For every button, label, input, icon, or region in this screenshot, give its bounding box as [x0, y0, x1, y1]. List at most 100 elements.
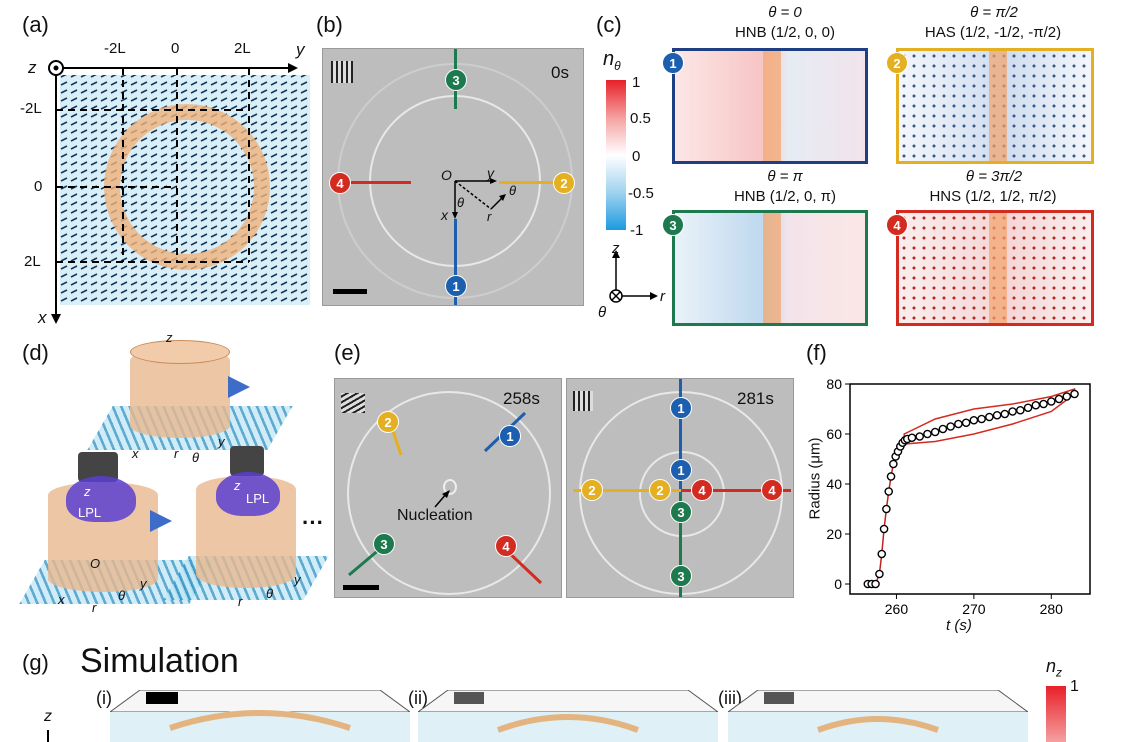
d-left-origin: O — [90, 556, 101, 571]
cylinder-bottom-left — [19, 452, 215, 612]
data-point-28 — [1000, 409, 1010, 419]
panel-g-colorbar — [1046, 686, 1066, 742]
data-point-9 — [889, 459, 898, 469]
e-right-badge-1-outer: 1 — [670, 397, 692, 419]
colorbar-tick-05: 0.5 — [630, 110, 651, 127]
e-left-lines — [348, 411, 543, 585]
data-point-25 — [977, 414, 986, 424]
panel-a-top-tick-2: 2L — [234, 40, 251, 57]
line-2 — [499, 181, 561, 184]
data-point-33 — [1039, 399, 1048, 409]
panel-e-left-micrograph: 258s Nucleation 2 1 3 4 — [334, 378, 562, 598]
data-point-20 — [938, 424, 948, 434]
data-point-35 — [1054, 394, 1064, 404]
d-lpl-right: LPL — [246, 491, 270, 506]
nucleation-arrow-icon — [434, 490, 450, 508]
e-right-hline-right — [681, 489, 791, 492]
d-right-axis-r: r — [238, 594, 243, 609]
box2-name: HAS (1/2, -1/2, -π/2) — [924, 24, 1062, 41]
cylinder-bottom-right — [163, 446, 329, 606]
d-left-axis-y: y — [140, 576, 147, 591]
badge-4: 4 — [329, 172, 351, 194]
panel-e-right-micrograph: 281s 1 1 2 2 4 4 3 3 — [566, 378, 794, 598]
scale-bar — [333, 289, 367, 294]
data-point-26 — [985, 412, 994, 422]
e-right-vline-bot — [679, 493, 682, 597]
data-point-5 — [879, 524, 889, 534]
panel-f-ylabel: Radius (μm) — [806, 437, 824, 520]
panel-b-coordinate-glyph — [452, 178, 506, 219]
data-point-31 — [1023, 403, 1033, 413]
cylinder-top — [87, 328, 293, 458]
box4-badge: 4 — [886, 214, 908, 236]
badge-2: 2 — [553, 172, 575, 194]
data-point-23 — [961, 418, 971, 428]
panel-g-colorbar-title: nz — [1046, 656, 1063, 680]
data-point-19 — [930, 427, 940, 437]
panel-a-left-tick-2: 2L — [24, 253, 41, 270]
e-scale-bar — [343, 585, 379, 590]
data-point-36 — [1062, 392, 1072, 401]
panel-d-label: (d) — [22, 340, 49, 365]
panel-b-micrograph: 0s 3 1 4 2 O y x θ r θ — [322, 48, 584, 306]
sim-slab-ii — [416, 689, 720, 742]
panel-g-colorbar-top: 1 — [1070, 678, 1079, 695]
data-point-16 — [907, 433, 917, 443]
d-top-axis-z: z — [166, 330, 173, 345]
polarizer-icon — [331, 61, 353, 83]
d-left-axis-theta: θ — [118, 588, 126, 603]
e-nucleation: Nucleation — [397, 507, 473, 524]
data-point-22 — [954, 419, 963, 429]
d-left-axis-r: r — [92, 600, 97, 615]
data-point-32 — [1031, 400, 1041, 410]
box3-theta: θ = π — [767, 168, 803, 185]
y-tick-label-3: 60 — [826, 426, 842, 442]
d-left-axis-z: z — [84, 484, 91, 499]
d-right-axis-y: y — [294, 572, 301, 587]
panel-b-axis-theta-2: θ — [509, 183, 517, 198]
colorbar-tick-0: 0 — [632, 148, 641, 165]
panel-g-label: (g) — [22, 650, 49, 675]
e-left-badge-4: 4 — [495, 535, 517, 557]
panel-a-left-tick-0: -2L — [20, 100, 42, 117]
panel-a-label: (a) — [22, 12, 49, 37]
d-top-axis-x: x — [132, 446, 139, 461]
y-tick-label-0: 0 — [834, 576, 842, 592]
e-right-badge-1-inner: 1 — [670, 459, 692, 481]
box4-theta: θ = 3π/2 — [965, 168, 1023, 185]
e-left-badge-1: 1 — [499, 425, 521, 447]
y-tick-label-2: 40 — [826, 476, 842, 492]
data-point-8 — [886, 472, 896, 481]
arrow-right-icon — [228, 376, 250, 398]
e-right-badge-4-inner: 4 — [691, 479, 713, 501]
e-right-badge-4-outer: 4 — [761, 479, 783, 501]
badge-3: 3 — [445, 69, 467, 91]
panel-g-z-arrow — [47, 730, 49, 742]
e-right-badge-3-inner: 3 — [670, 501, 692, 523]
data-point-2 — [871, 579, 880, 589]
x-tick-label-0: 260 — [885, 601, 909, 617]
e-right-badge-2-outer: 2 — [581, 479, 603, 501]
panel-a: z y x -2L 0 2L -2L 0 2L — [20, 40, 320, 330]
data-point-7 — [884, 487, 894, 496]
panel-b-axis-x: x — [441, 207, 448, 223]
e-right-vline-top — [679, 379, 682, 597]
data-point-24 — [969, 415, 979, 425]
d-right-axis-z: z — [234, 478, 241, 493]
data-point-3 — [875, 569, 884, 579]
e-left-badge-3: 3 — [373, 533, 395, 555]
panel-c-axes-glyph — [609, 250, 658, 303]
data-point-4 — [877, 549, 887, 559]
panel-c-axis-z: z — [612, 240, 620, 257]
badge-1: 1 — [445, 275, 467, 297]
panel-a-texture-diagram — [48, 60, 310, 324]
box2 — [896, 48, 1094, 164]
box4 — [896, 210, 1094, 326]
panel-e-label: (e) — [334, 340, 361, 365]
data-point-17 — [915, 432, 924, 441]
d-right-axis-theta: θ — [266, 586, 274, 601]
panel-c-colorbar-title: nθ — [603, 48, 621, 73]
d-left-axis-x: x — [58, 592, 65, 607]
nucleation-site — [443, 479, 457, 495]
